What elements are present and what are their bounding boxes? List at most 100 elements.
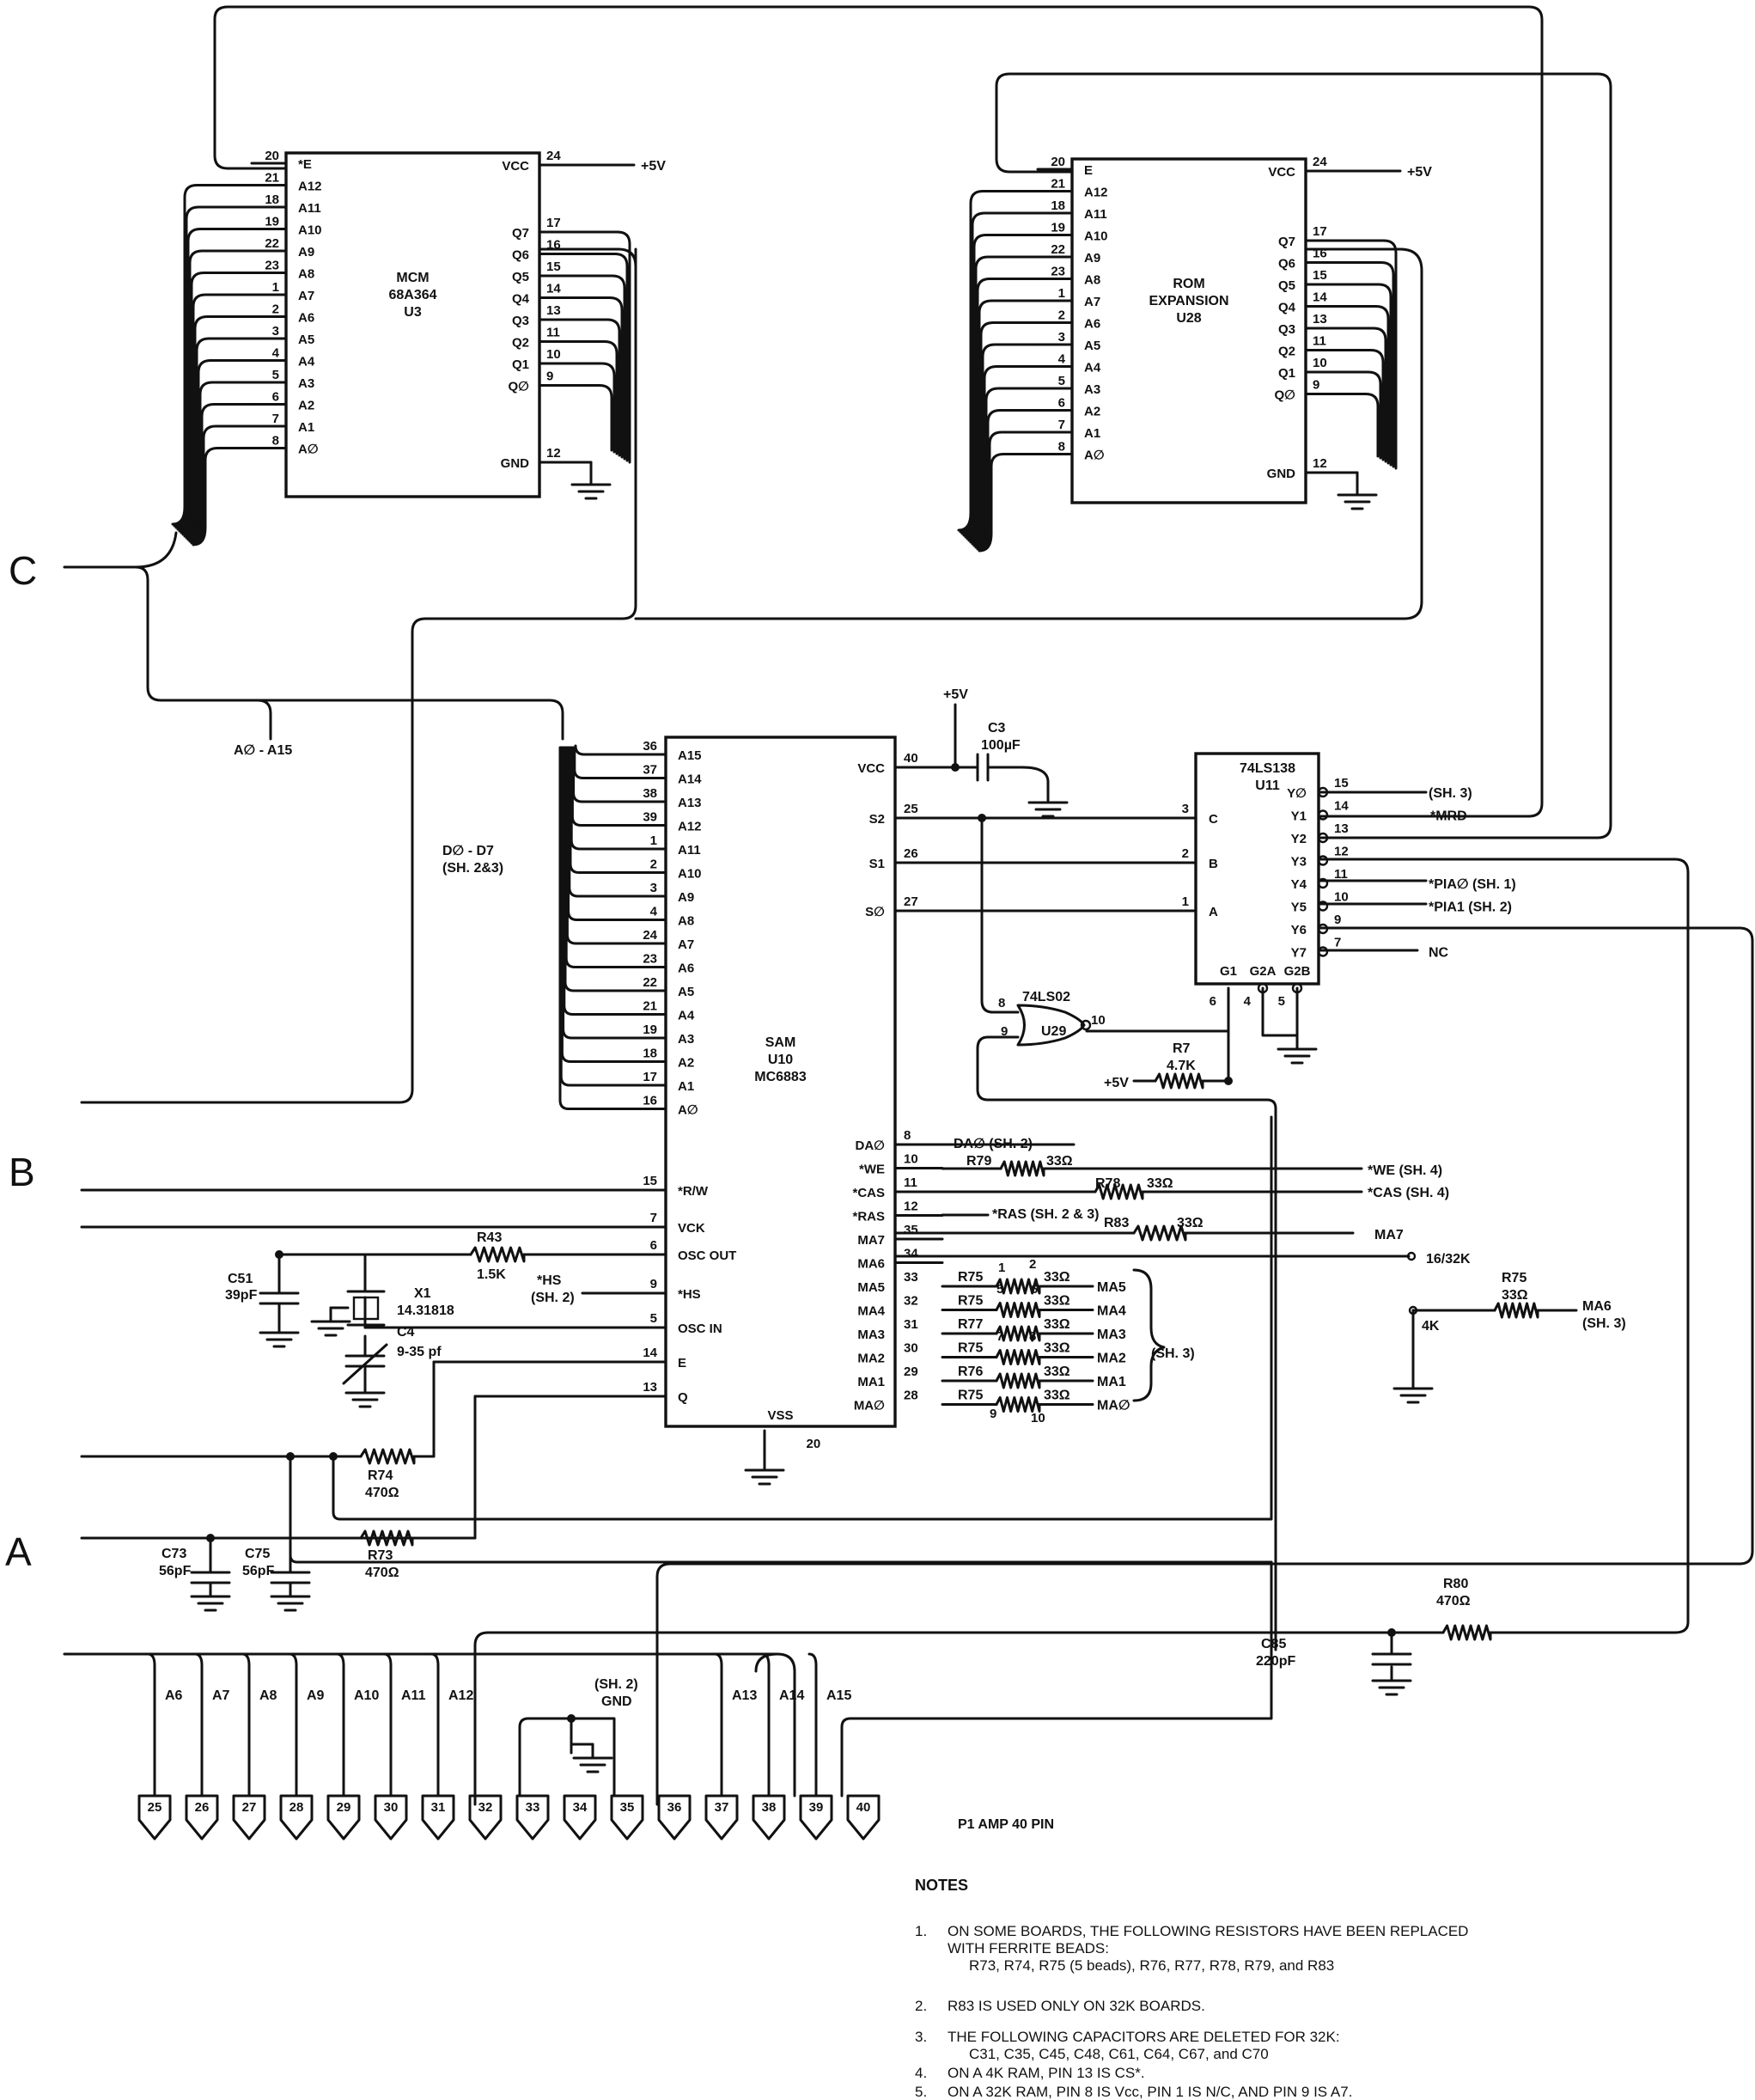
sam-pin16-num: 16 (643, 1094, 657, 1108)
sam-rb33-num: 33 (904, 1270, 918, 1285)
u3-q-route-13 (589, 318, 621, 457)
u28-vcc-supply: +5V (1407, 165, 1432, 180)
r73-symbol (359, 1529, 414, 1547)
u3-q-route-10 (589, 362, 616, 454)
u28-addr-route-1 (966, 299, 1039, 540)
ma-row3-resistor (995, 1349, 1041, 1365)
note3-line2: C31, C35, C45, C48, C61, C64, C67, and C… (969, 2046, 1269, 2062)
da0-dest: DA∅ (SH. 2) (954, 1137, 1033, 1151)
u3-addr-route-4 (185, 359, 253, 540)
c85-symbol (1371, 1652, 1412, 1666)
sam-rb8-num: 8 (904, 1128, 911, 1143)
u3-q15-label: Q5 (512, 270, 529, 284)
u3-q-route-17 (589, 230, 631, 464)
u3-pin5-label: A3 (298, 376, 314, 391)
r75-ma6-value: 33Ω (1502, 1288, 1528, 1303)
u3-q16-label: Q6 (512, 248, 529, 263)
u3-addr-route-21 (171, 184, 253, 526)
u28-pin20-label: E (1084, 163, 1093, 178)
u28-pin2-label: A6 (1084, 317, 1100, 332)
u28-pin7-num: 7 (1058, 418, 1065, 432)
u3-name1: MCM (396, 271, 429, 285)
u11-Y4-bubble (1317, 877, 1329, 889)
r75-ma6-name: R75 (1502, 1271, 1526, 1285)
u3-pin23-label: A8 (298, 267, 314, 282)
sam-rb34-label: MA6 (857, 1257, 885, 1272)
connector-pin-25-body (137, 1794, 172, 1841)
connector-pin-40-body (846, 1794, 881, 1841)
u3-q16-num: 16 (546, 238, 561, 253)
connector-pin-37-body (704, 1794, 739, 1841)
r83-value: 33Ω (1177, 1216, 1204, 1230)
u28-addr-route-3 (969, 343, 1039, 544)
u11-Y1-bubble (1317, 809, 1329, 821)
u3-pin22-num: 22 (265, 236, 279, 251)
x1-crystal (352, 1296, 380, 1321)
u28-pin8-label: A∅ (1084, 449, 1105, 463)
u3-pin6-num: 6 (272, 390, 279, 405)
note5-text: ON A 32K RAM, PIN 8 IS Vcc, PIN 1 IS N/C… (948, 2084, 1352, 2100)
u28-q17-label: Q7 (1278, 235, 1295, 249)
connector-title: P1 AMP 40 PIN (958, 1817, 1054, 1832)
u28-pin19-num: 19 (1051, 221, 1065, 235)
note1-num: 1. (915, 1923, 927, 1939)
u28-q-route-17 (1356, 239, 1398, 470)
u11-en4-label: G2A (1250, 964, 1277, 979)
u11-out11-num: 11 (1334, 867, 1348, 882)
u3-addr-route-5 (186, 381, 253, 541)
u28-pin6-label: A2 (1084, 405, 1100, 419)
u3-pin4-num: 4 (272, 346, 280, 361)
sam-ctl6-label: OSC OUT (678, 1248, 736, 1263)
gnd-sheet: (SH. 2) (594, 1677, 638, 1692)
u3-addr-route-23 (178, 272, 253, 533)
sam-ctl5-num: 5 (650, 1311, 657, 1326)
u28-q-route-10 (1356, 370, 1382, 460)
u3-addr-route-8 (192, 447, 253, 546)
sam-ctl13-label: Q (678, 1390, 688, 1405)
u3-gnd-label: GND (501, 456, 530, 471)
connector-pin-30-num: 30 (384, 1800, 399, 1815)
c73-name: C73 (161, 1547, 186, 1561)
r80-value: 470Ω (1436, 1594, 1471, 1609)
u3-pin8-label: A∅ (298, 443, 319, 457)
sam-ctl15-num: 15 (643, 1174, 657, 1188)
we-dest: *WE (SH. 4) (1368, 1163, 1442, 1178)
connector-pin-35-num: 35 (620, 1800, 635, 1815)
sam-pin21-num: 21 (643, 999, 657, 1014)
sam-pin22-num: 22 (643, 975, 657, 990)
u28-q17-num: 17 (1313, 224, 1327, 239)
note4-text: ON A 4K RAM, PIN 13 IS CS*. (948, 2065, 1145, 2081)
u11-in1-label: A (1209, 905, 1218, 919)
u3-q14-label: Q4 (512, 292, 530, 307)
sam-pin24-num: 24 (643, 928, 657, 943)
ma-row1-res: R75 (958, 1294, 983, 1309)
cas-dest: *CAS (SH. 4) (1368, 1186, 1449, 1200)
ma-row4-name: MA1 (1097, 1375, 1126, 1389)
u3-addr-route-3 (183, 337, 253, 538)
u3-addr-route-2 (181, 315, 253, 536)
sam-pin18-num: 18 (643, 1047, 657, 1061)
bead-number-1: 1 (998, 1261, 1005, 1275)
connector-pin-28-wire (288, 1652, 298, 1798)
note2-num: 2. (915, 1998, 927, 2014)
hs-label: *HS (537, 1273, 562, 1288)
u3-pin7-label: A1 (298, 420, 314, 435)
u3-q9-num: 9 (546, 369, 553, 384)
u11-out9-label: Y6 (1291, 923, 1307, 937)
sam-rb10-label: *WE (859, 1163, 885, 1177)
ma-row0-resistor (995, 1278, 1041, 1295)
c4-value: 9-35 pf (397, 1345, 442, 1359)
note3-line1: THE FOLLOWING CAPACITORS ARE DELETED FOR… (948, 2029, 1340, 2045)
connector-pin-28-signal: A9 (307, 1688, 325, 1703)
u28-pin21-label: A12 (1084, 186, 1108, 200)
connector-pin-26-signal: A7 (212, 1688, 230, 1703)
u28-addr-route-22 (962, 255, 1039, 537)
ma-sheet: (SH. 3) (1151, 1346, 1195, 1361)
bead-number-7: 7 (996, 1329, 1003, 1344)
u28-gnd-symbol (1337, 479, 1378, 510)
u3-pin3-label: A5 (298, 333, 314, 347)
sam-pin36-label: A15 (678, 748, 702, 763)
connector-pin-30-body (374, 1794, 408, 1841)
u29-pin9: 9 (1001, 1024, 1008, 1039)
